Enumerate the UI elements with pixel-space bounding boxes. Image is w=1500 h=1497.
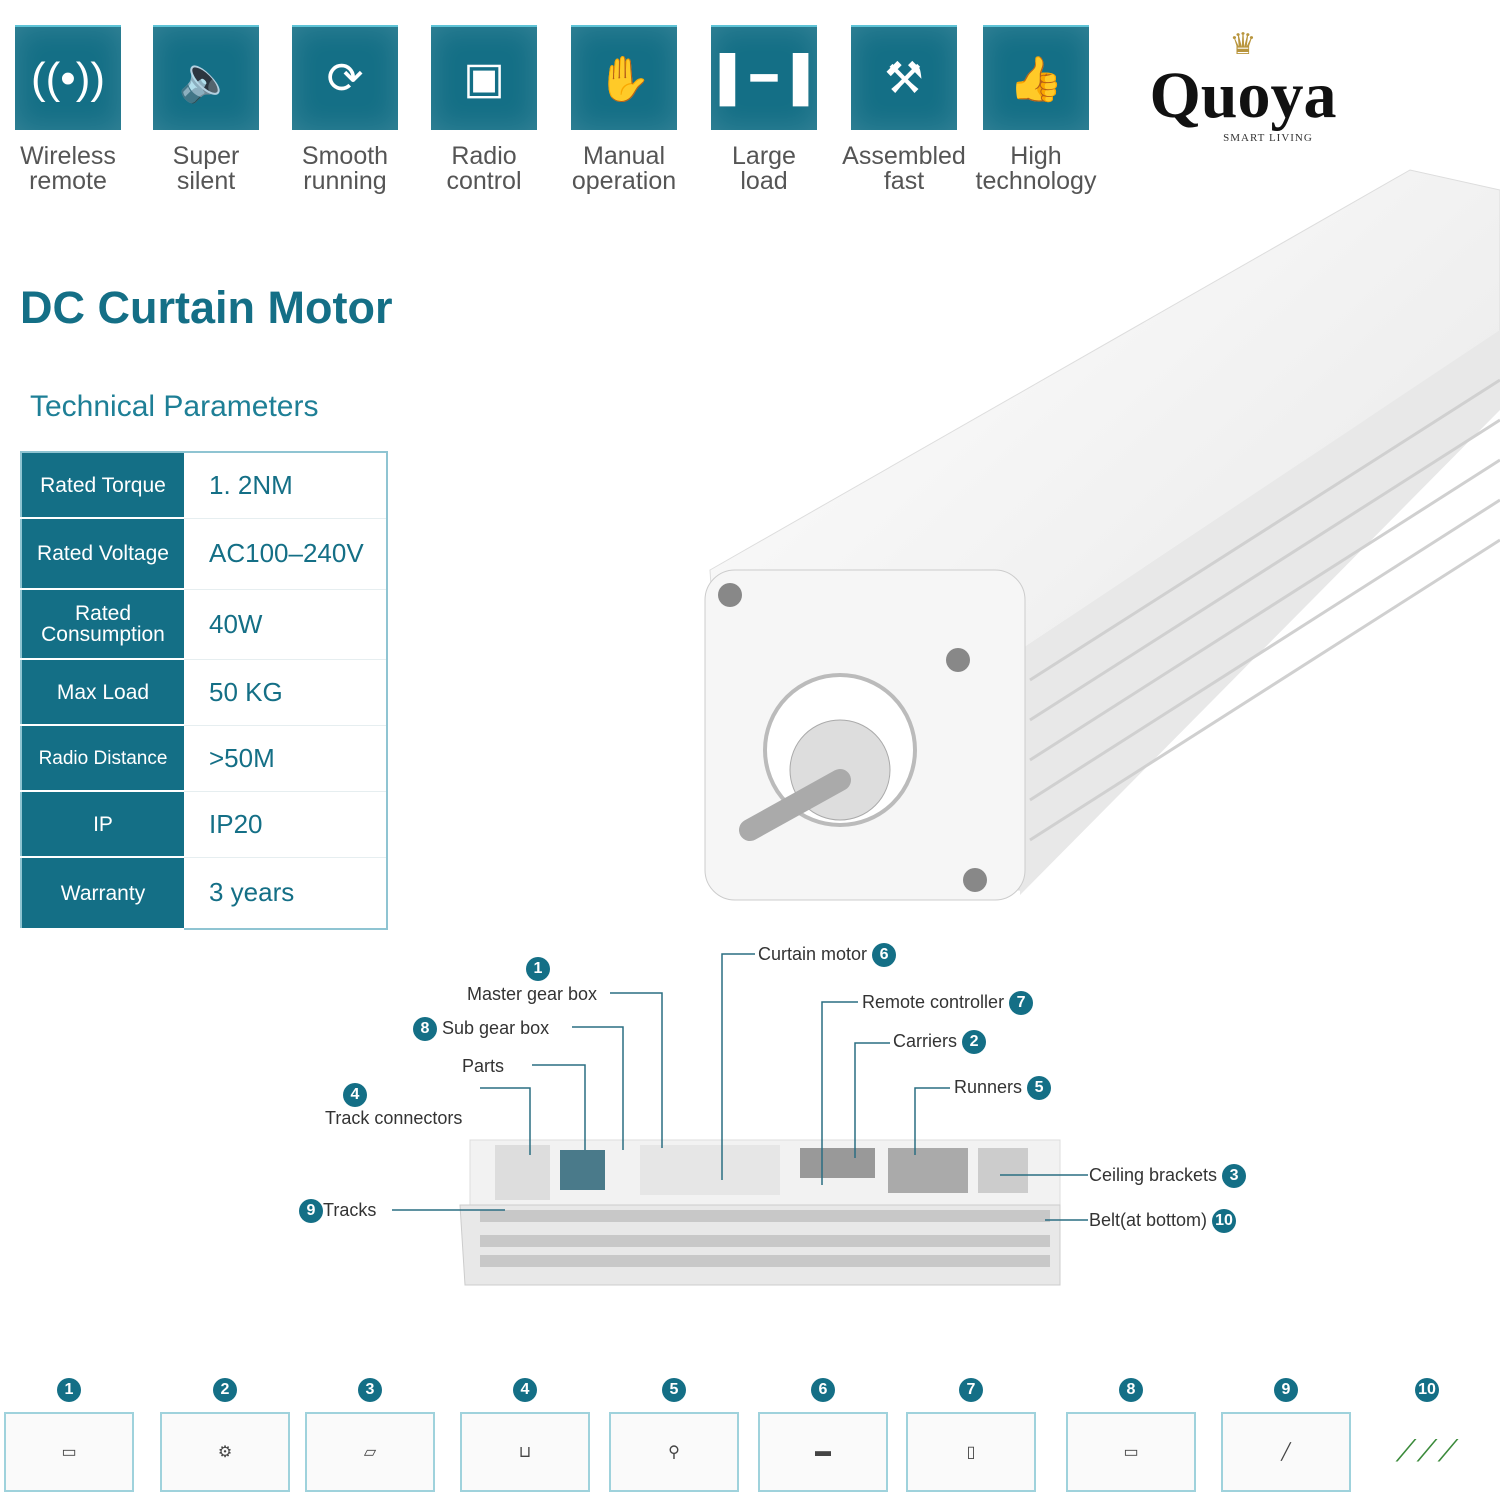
feature-assembled-fast: ⚒Assembled fast <box>842 25 966 194</box>
callout-ceiling-brackets: Ceiling brackets 3 <box>1089 1164 1247 1188</box>
part-thumbnail: 8▭ <box>1066 1378 1196 1492</box>
speaker-mute-icon: 🔈 <box>153 25 259 130</box>
feature-manual-operation: ✋Manual operation <box>571 25 677 194</box>
master-gear-box-image: ▭ <box>4 1412 134 1492</box>
part-thumbnail: 6▬ <box>758 1378 888 1492</box>
hand-pull-icon: ✋ <box>571 25 677 130</box>
track-image: ╱ <box>1221 1412 1351 1492</box>
callout-sub-gear-box: 8 Sub gear box <box>413 1017 549 1041</box>
feature-large-load: ▌━▐Large load <box>711 25 817 194</box>
callout-track-connectors: Track connectors <box>325 1108 463 1128</box>
part-thumbnail: 3▱ <box>305 1378 435 1492</box>
part-thumbnail: 5⚲ <box>609 1378 739 1492</box>
callout-remote-controller: Remote controller 7 <box>862 991 1034 1015</box>
crown-icon: ♛ <box>1229 28 1257 61</box>
remote-controller-image: ▯ <box>906 1412 1036 1492</box>
callout-carriers: Carriers 2 <box>893 1030 987 1054</box>
section-subtitle: Technical Parameters <box>30 390 319 423</box>
brand-logo: ♛ Quoya SMART LIVING <box>1138 28 1348 145</box>
callout-runners: Runners 5 <box>954 1076 1052 1100</box>
tools-icon: ⚒ <box>851 25 957 130</box>
part-thumbnail: 2⚙ <box>160 1378 290 1492</box>
callout-track-connectors-number: 4 <box>343 1083 367 1107</box>
radio-switch-icon: ▣ <box>431 25 537 130</box>
runner-image: ⚲ <box>609 1412 739 1492</box>
thumbs-up-icon: 👍 <box>983 25 1089 130</box>
belt-image: ⟋⟋⟋ <box>1395 1435 1459 1468</box>
part-thumbnail: 4⊔ <box>460 1378 590 1492</box>
part-thumbnail: 1▭ <box>4 1378 134 1492</box>
feature-high-technology: 👍High technology <box>976 25 1096 194</box>
rotate-arrows-icon: ⟳ <box>292 25 398 130</box>
carrier-image: ⚙ <box>160 1412 290 1492</box>
callout-master-gear-box: Master gear box <box>467 984 598 1004</box>
part-thumbnail: 7▯ <box>906 1378 1036 1492</box>
curtain-motor-image: ▬ <box>758 1412 888 1492</box>
track-connector-image: ⊔ <box>460 1412 590 1492</box>
page-title: DC Curtain Motor <box>20 282 393 333</box>
table-row: Radio Distance>50M <box>21 725 387 792</box>
callout-belt: Belt(at bottom) 10 <box>1089 1209 1237 1233</box>
motor-illustration <box>704 169 1500 901</box>
ceiling-bracket-image: ▱ <box>305 1412 435 1492</box>
part-thumbnail: 10⟋⟋⟋ <box>1362 1378 1492 1492</box>
feature-super-silent: 🔈Super silent <box>153 25 259 194</box>
dumbbell-icon: ▌━▐ <box>711 25 817 130</box>
callout-parts: Parts <box>462 1056 505 1076</box>
part-thumbnail: 9╱ <box>1221 1378 1351 1492</box>
feature-wireless-remote: ((•))Wireless remote <box>15 25 121 194</box>
callout-curtain-motor: Curtain motor 6 <box>758 943 897 967</box>
wireless-antenna-icon: ((•)) <box>15 25 121 130</box>
kit-diagram <box>392 953 1088 1286</box>
feature-smooth-running: ⟳Smooth running <box>292 25 398 194</box>
feature-radio-control: ▣Radio control <box>431 25 537 194</box>
callout-master-gear-box-number: 1 <box>526 957 550 981</box>
sub-gear-box-image: ▭ <box>1066 1412 1196 1492</box>
